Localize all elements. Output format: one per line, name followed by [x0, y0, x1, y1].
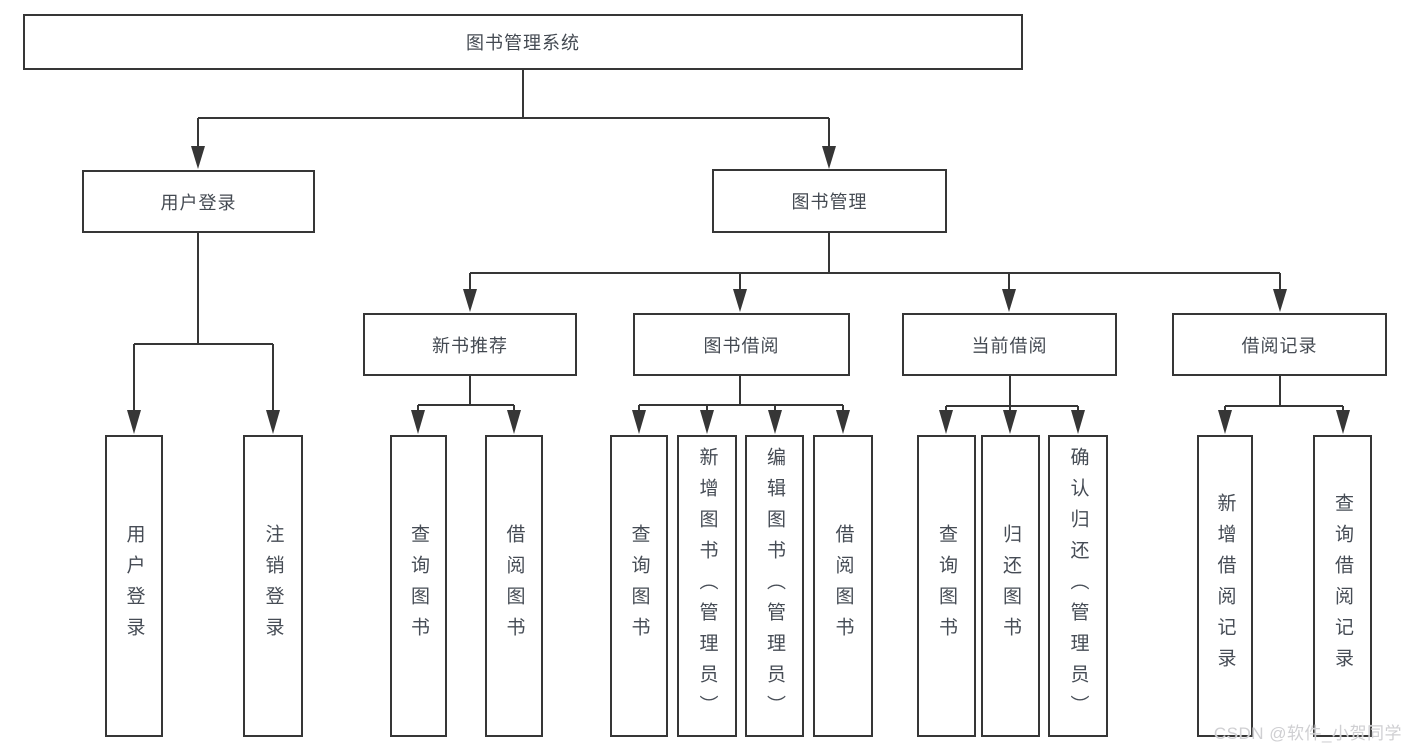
leaf-label: 借阅图书 — [832, 524, 854, 648]
node-root: 图书管理系统 — [23, 14, 1023, 70]
leaf-label: 注销登录 — [262, 524, 284, 648]
leaf-label: 新增图书（管理员） — [696, 446, 718, 726]
leaf-label: 确认归还（管理员） — [1067, 446, 1089, 726]
leaf-label: 新增借阅记录 — [1214, 493, 1236, 679]
leaf-borrow-books-recommend: 借阅图书 — [485, 435, 543, 737]
leaf-confirm-return-admin: 确认归还（管理员） — [1048, 435, 1108, 737]
csdn-watermark: CSDN @软件_小贺同学 — [1213, 724, 1402, 743]
leaf-label: 查询图书 — [628, 524, 650, 648]
leaf-add-book-admin: 新增图书（管理员） — [677, 435, 737, 737]
leaf-label: 查询图书 — [936, 524, 957, 648]
leaf-user-login: 用户登录 — [105, 435, 163, 737]
node-user-login: 用户登录 — [82, 170, 315, 233]
arrowhead-group — [127, 146, 1350, 434]
leaf-query-borrow-record: 查询借阅记录 — [1313, 435, 1372, 737]
leaf-query-books-borrow: 查询图书 — [610, 435, 668, 737]
node-book-management: 图书管理 — [712, 169, 947, 233]
node-new-book-recommend: 新书推荐 — [363, 313, 577, 376]
leaf-logout: 注销登录 — [243, 435, 303, 737]
leaf-label: 编辑图书（管理员） — [764, 446, 785, 726]
leaf-borrow-book: 借阅图书 — [813, 435, 873, 737]
node-current-borrow: 当前借阅 — [902, 313, 1117, 376]
node-borrow-records: 借阅记录 — [1172, 313, 1387, 376]
leaf-query-books-current: 查询图书 — [917, 435, 976, 737]
leaf-label: 用户登录 — [123, 524, 145, 648]
leaf-label: 归还图书 — [1000, 524, 1021, 648]
leaf-label: 借阅图书 — [503, 524, 525, 648]
leaf-label: 查询借阅记录 — [1332, 493, 1353, 679]
leaf-label: 查询图书 — [408, 524, 429, 648]
node-book-borrow: 图书借阅 — [633, 313, 850, 376]
leaf-return-book: 归还图书 — [981, 435, 1040, 737]
leaf-add-borrow-record: 新增借阅记录 — [1197, 435, 1253, 737]
leaf-edit-book-admin: 编辑图书（管理员） — [745, 435, 804, 737]
leaf-query-books-recommend: 查询图书 — [390, 435, 447, 737]
